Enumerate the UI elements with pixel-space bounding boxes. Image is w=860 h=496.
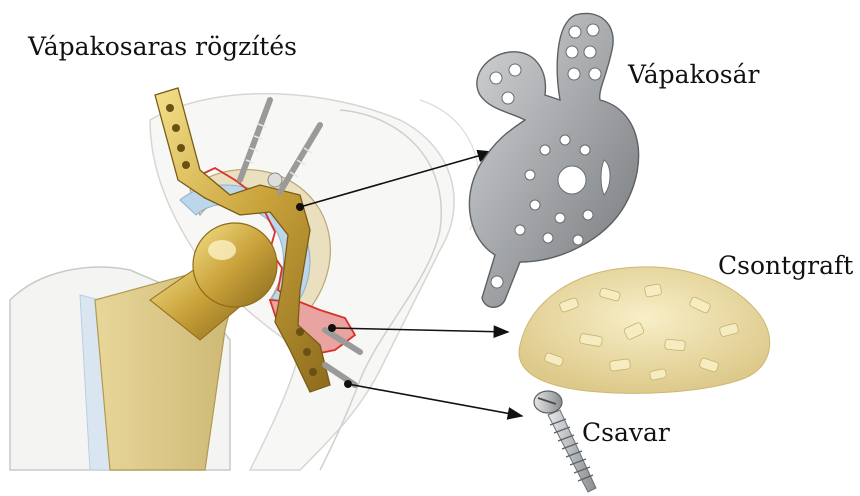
plate-hole [166, 104, 174, 112]
plate-hole [296, 328, 304, 336]
femoral-head [193, 223, 277, 307]
screw-head [268, 173, 282, 187]
head-highlight [208, 240, 236, 260]
cage-hole [584, 46, 596, 58]
cage-hole [587, 24, 599, 36]
cage-hole [555, 213, 565, 223]
plate-hole [303, 348, 311, 356]
cage-hole [566, 46, 578, 58]
plate-hole [177, 144, 185, 152]
cage-hole [583, 210, 593, 220]
cage-hole [502, 92, 514, 104]
cage-hole [509, 64, 521, 76]
cage-hole [540, 145, 550, 155]
cage-hole [560, 135, 570, 145]
cage-body [469, 13, 638, 307]
figure-title: Vápakosaras rögzítés [28, 34, 297, 59]
graft-chip [644, 284, 662, 298]
cage-hole [515, 225, 525, 235]
cage-hole [568, 68, 580, 80]
plate-hole [182, 161, 190, 169]
graft-chip [665, 339, 686, 351]
plate-hole [172, 124, 180, 132]
graft-label: Csontgraft [718, 253, 853, 278]
cage-hole [558, 166, 586, 194]
screw-label: Csavar [582, 420, 670, 445]
cage-hole [491, 276, 503, 288]
cage-hole [543, 233, 553, 243]
bone-graft-illustration [519, 267, 770, 393]
acetabular-cage-illustration [469, 13, 638, 307]
cup-label: Vápakosár [628, 62, 759, 87]
plate-hole [309, 368, 317, 376]
cage-hole [569, 26, 581, 38]
hip-illustration [10, 88, 479, 470]
arrow-to-screw [348, 384, 522, 416]
cage-hole [530, 200, 540, 210]
cage-hole [573, 235, 583, 245]
cage-hole [589, 68, 601, 80]
cage-hole [490, 72, 502, 84]
cage-hole [580, 145, 590, 155]
cage-hole [525, 170, 535, 180]
